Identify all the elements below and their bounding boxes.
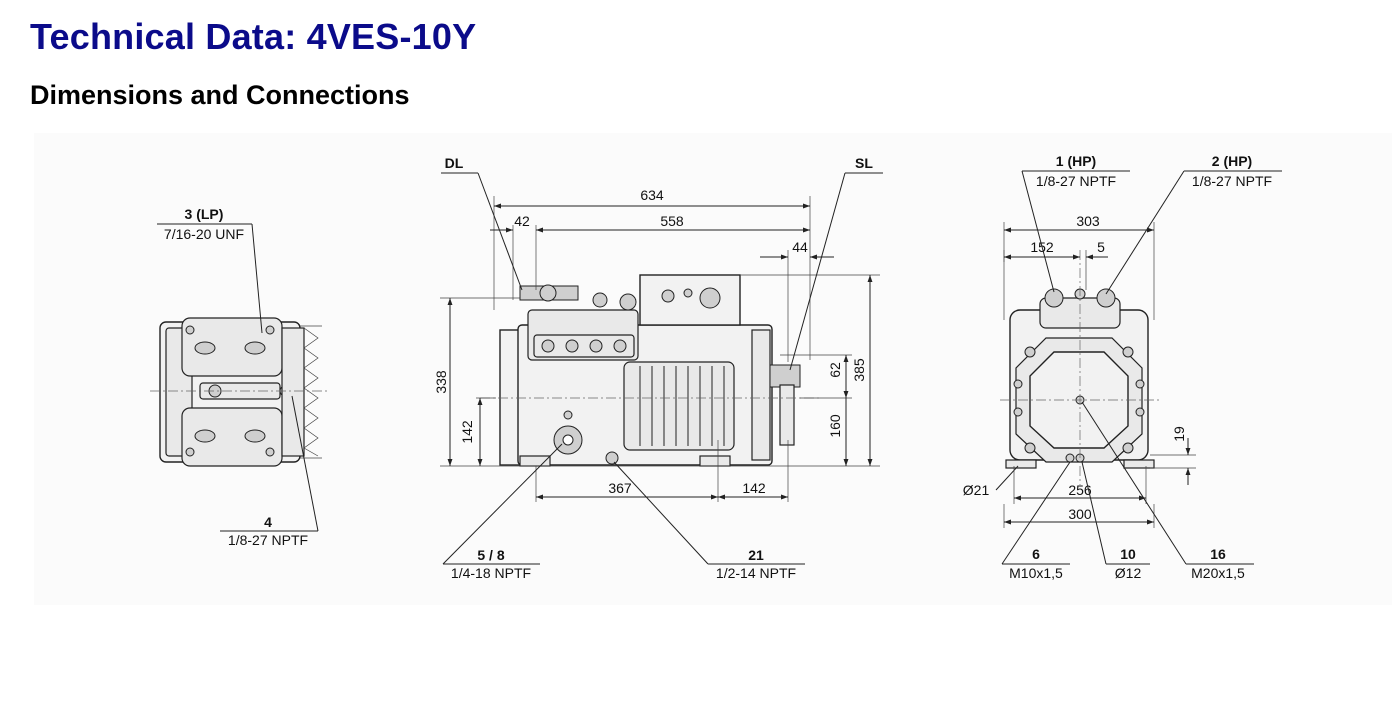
conn-5-8-id: 5 / 8 <box>477 547 504 563</box>
end-view: 303 152 5 19 Ø21 256 300 1 (HP) 1/8-27 N… <box>963 153 1282 581</box>
dim-44: 44 <box>792 239 808 255</box>
dim-160: 160 <box>827 414 843 438</box>
page-subtitle: Dimensions and Connections <box>30 80 410 110</box>
dim-338: 338 <box>433 370 449 394</box>
conn-16-spec: M20x1,5 <box>1191 565 1245 581</box>
conn-10-id: 10 <box>1120 546 1136 562</box>
conn-21-id: 21 <box>748 547 764 563</box>
dim-19: 19 <box>1171 426 1187 442</box>
dim-5: 5 <box>1097 239 1105 255</box>
dim-256: 256 <box>1068 482 1092 498</box>
dim-385: 385 <box>851 358 867 382</box>
conn-2-spec: 1/8-27 NPTF <box>1192 173 1272 189</box>
conn-21-spec: 1/2-14 NPTF <box>716 565 796 581</box>
conn-10-spec: Ø12 <box>1115 565 1142 581</box>
dim-303: 303 <box>1076 213 1100 229</box>
label-sl: SL <box>855 155 873 171</box>
conn-6-id: 6 <box>1032 546 1040 562</box>
dim-42: 42 <box>514 213 530 229</box>
conn-3-spec: 7/16-20 UNF <box>164 226 244 242</box>
conn-3-id: 3 (LP) <box>185 206 224 222</box>
label-dl: DL <box>445 155 464 171</box>
conn-4-spec: 1/8-27 NPTF <box>228 532 308 548</box>
dim-367: 367 <box>608 480 632 496</box>
conn-1-spec: 1/8-27 NPTF <box>1036 173 1116 189</box>
conn-16-id: 16 <box>1210 546 1226 562</box>
dim-558: 558 <box>660 213 684 229</box>
dim-300: 300 <box>1068 506 1092 522</box>
dim-142-vertical: 142 <box>459 420 475 444</box>
conn-4-id: 4 <box>264 514 272 530</box>
page-title: Technical Data: 4VES-10Y <box>30 16 477 57</box>
conn-2-id: 2 (HP) <box>1212 153 1252 169</box>
conn-1-id: 1 (HP) <box>1056 153 1096 169</box>
conn-5-8-spec: 1/4-18 NPTF <box>451 565 531 581</box>
dim-142-horizontal: 142 <box>742 480 766 496</box>
cooling-fins <box>623 361 735 451</box>
dim-dia-21: Ø21 <box>963 482 990 498</box>
side-view: 634 42 558 44 338 142 62 160 385 367 1 <box>433 155 883 581</box>
conn-6-spec: M10x1,5 <box>1009 565 1063 581</box>
top-view: 3 (LP) 7/16-20 UNF 4 1/8-27 NPTF <box>150 206 330 548</box>
dim-62: 62 <box>827 362 843 378</box>
dim-634: 634 <box>640 187 664 203</box>
